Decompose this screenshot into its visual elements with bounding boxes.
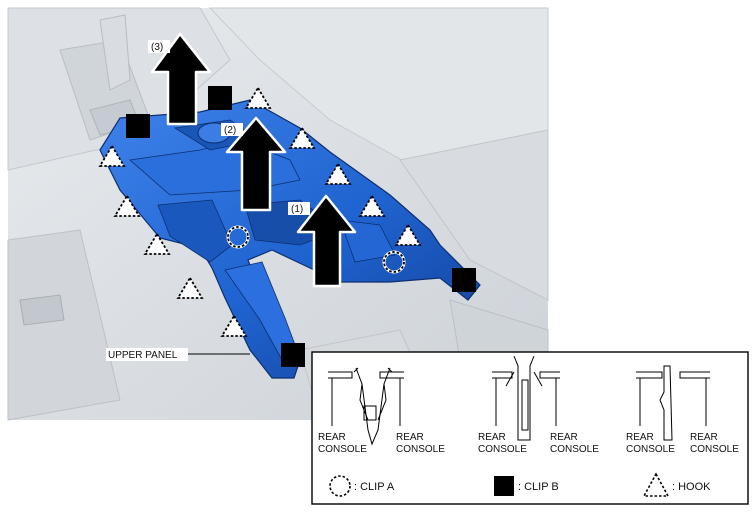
hook-marker [244,86,272,109]
detail-2-left-label-line2: CONSOLE [478,444,527,455]
clip-b-marker [126,114,150,138]
hook-marker [324,162,352,185]
step-2-label: (2) [224,125,236,136]
detail-clip-a [328,367,404,446]
clip-b-marker [208,86,232,110]
legend-hook-symbol [642,472,670,497]
hook-marker [394,223,422,246]
legend-clip-b-symbol [494,476,514,496]
upper-panel-label: UPPER PANEL [108,350,178,361]
detail-1-right-label-line2: CONSOLE [396,444,445,455]
step-1-label: (1) [291,204,303,215]
legend-hook-text: : HOOK [672,481,711,493]
hook-markers [98,86,422,337]
detail-2-left-label-line1: REAR [478,432,506,443]
legend-clip-a-text: : CLIP A [354,481,395,493]
hook-marker [220,314,248,337]
hook-marker [98,144,126,167]
clip-a-markers [226,225,406,274]
clip-detail-inset: REAR CONSOLE REAR CONSOLE REAR CONSOLE R… [311,351,749,505]
detail-clip-b [492,355,560,441]
arrow-step-3 [150,32,212,126]
detail-2-right-label-line1: REAR [550,432,578,443]
legend-clip-b-text: : CLIP B [518,481,559,493]
detail-1-left-label-line1: REAR [318,432,346,443]
legend-clip-a-symbol [329,475,351,497]
clip-b-marker [452,268,476,292]
hook-marker [176,276,204,299]
clip-a-marker [227,226,249,248]
detail-3-right-label-line2: CONSOLE [690,444,739,455]
detail-3-left-label-line2: CONSOLE [626,444,675,455]
detail-1-right-label-line1: REAR [396,432,424,443]
clip-b-markers [126,86,476,367]
detail-2-right-label-line2: CONSOLE [550,444,599,455]
hook-marker [358,194,386,217]
callouts: (3) (2) (1) UPPER PANEL [106,40,310,361]
arrow-step-1 [296,194,357,288]
removal-arrows [150,32,357,288]
detail-1-left-label-line2: CONSOLE [318,444,367,455]
clip-b-marker [281,343,305,367]
hook-marker [113,194,141,217]
clip-a-marker [383,251,405,273]
hook-marker [288,126,316,149]
detail-hook [636,365,710,441]
step-3-label: (3) [151,42,163,53]
detail-3-left-label-line1: REAR [626,432,654,443]
hook-marker [143,232,171,255]
arrow-step-2 [225,116,287,212]
detail-3-right-label-line1: REAR [690,432,718,443]
